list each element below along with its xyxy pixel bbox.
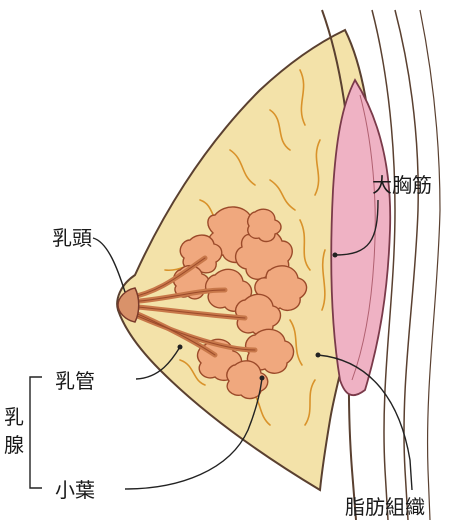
- label-duct: 乳管: [55, 369, 95, 393]
- gland-bracket: [30, 377, 42, 488]
- label-gland-char2: 腺: [4, 433, 24, 457]
- chest-wall-line-4: [420, 10, 440, 520]
- label-gland-char1: 乳: [4, 405, 24, 429]
- label-pectoralis: 大胸筋: [372, 173, 432, 197]
- label-nipple: 乳頭: [52, 226, 92, 250]
- leader-nipple: [93, 238, 125, 292]
- pectoralis-muscle: [331, 80, 390, 395]
- label-fat: 脂肪組織: [345, 495, 425, 519]
- label-lobule: 小葉: [55, 478, 95, 502]
